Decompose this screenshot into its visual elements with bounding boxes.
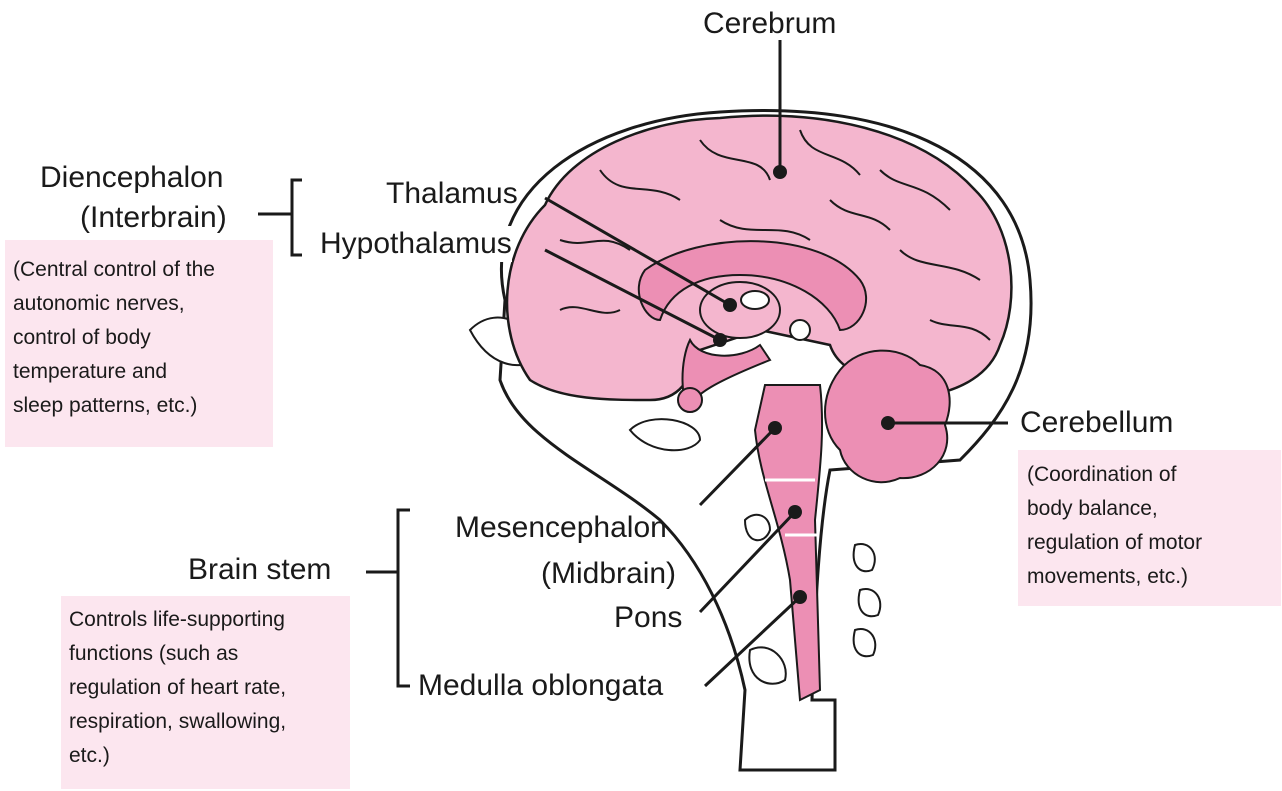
- note-line: sleep patterns, etc.): [13, 389, 273, 423]
- thalamus-inner: [741, 291, 769, 309]
- brain-stem-note: Controls life-supporting functions (such…: [61, 596, 350, 789]
- pineal-shape: [790, 320, 810, 340]
- note-line: etc.): [69, 739, 350, 773]
- pons-label: Pons: [614, 600, 682, 636]
- diencephalon-label: Diencephalon: [40, 160, 223, 196]
- cerebellum-note: (Coordination of body balance, regulatio…: [1018, 450, 1281, 606]
- note-line: respiration, swallowing,: [69, 705, 350, 739]
- mesencephalon-label: Mesencephalon: [455, 510, 667, 546]
- thalamus-shape: [700, 282, 780, 338]
- note-line: Controls life-supporting: [69, 603, 350, 637]
- note-line: regulation of heart rate,: [69, 671, 350, 705]
- brain-stem-label: Brain stem: [188, 552, 331, 588]
- cerebrum-label: Cerebrum: [703, 6, 836, 42]
- medulla-label: Medulla oblongata: [418, 668, 663, 704]
- cerebellum-label: Cerebellum: [1020, 405, 1173, 441]
- note-line: autonomic nerves,: [13, 287, 273, 321]
- note-line: (Central control of the: [13, 253, 273, 287]
- diencephalon-note: (Central control of the autonomic nerves…: [5, 240, 273, 447]
- note-line: control of body: [13, 321, 273, 355]
- thalamus-label: Thalamus: [386, 176, 518, 212]
- note-line: body balance,: [1027, 492, 1281, 526]
- note-line: regulation of motor: [1027, 526, 1281, 560]
- note-line: temperature and: [13, 355, 273, 389]
- note-line: movements, etc.): [1027, 560, 1281, 594]
- note-line: (Coordination of: [1027, 458, 1281, 492]
- note-line: functions (such as: [69, 637, 350, 671]
- midbrain-label: (Midbrain): [541, 556, 676, 592]
- pituitary-shape: [678, 388, 702, 412]
- skull-bone-2: [630, 419, 700, 450]
- interbrain-label: (Interbrain): [80, 200, 227, 236]
- hypothalamus-label: Hypothalamus: [320, 226, 512, 262]
